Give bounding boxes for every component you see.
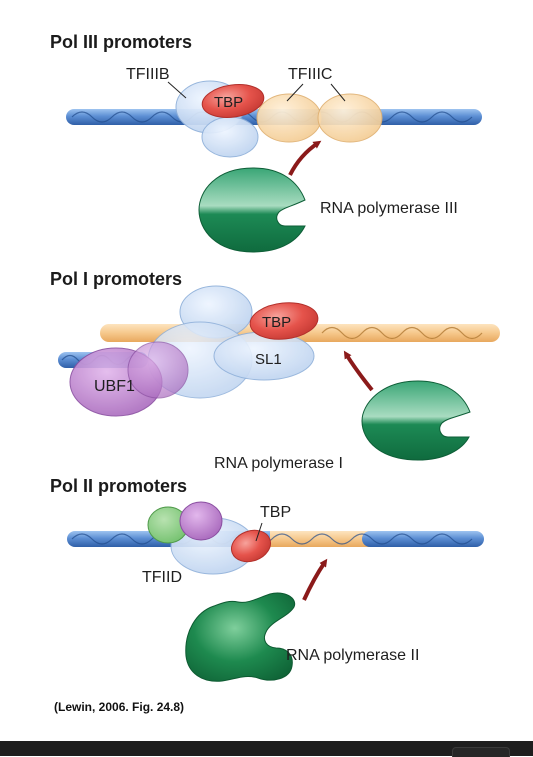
pol3-arrow — [288, 140, 322, 176]
tfiiib-leader — [167, 81, 187, 99]
pol2-dna-helix — [71, 533, 473, 545]
tfiiic-label: TFIIIC — [288, 66, 332, 83]
tfiiic-left-blob — [256, 93, 322, 143]
pol2-tbp — [231, 529, 271, 563]
pol3-tbp-label: TBP — [214, 94, 243, 111]
pol1-tbp-label: TBP — [262, 314, 291, 331]
ubf1-label: UBF1 — [94, 378, 135, 395]
tfiiic-right-blob — [317, 93, 383, 143]
pol3-heading: Pol III promoters — [50, 32, 193, 52]
pol2-polymerase — [185, 592, 296, 682]
pol2-heading: Pol II promoters — [50, 476, 188, 496]
pol1-polymerase-label: RNA polymerase I — [214, 455, 343, 472]
promoter-diagram: TFIIIB TBP TFIIIC RNA polymerase III TBP… — [58, 66, 500, 682]
pol1-tbp — [249, 302, 319, 340]
tfiiic-leader-left — [286, 83, 304, 102]
pol3-polymerase-label: RNA polymerase III — [320, 200, 458, 217]
tfiiib-label: TFIIIB — [126, 66, 170, 83]
tfiid-label: TFIID — [142, 569, 182, 586]
bottom-bar-tab[interactable] — [452, 747, 510, 757]
pol1-dna-helix — [321, 326, 483, 340]
purple-factor-blob — [179, 501, 223, 541]
pol2-polymerase-label: RNA polymerase II — [286, 647, 419, 664]
figure-caption: (Lewin, 2006. Fig. 24.8) — [54, 700, 185, 714]
pol2-dna-orange — [270, 531, 372, 547]
ubf1-secondary-blob — [127, 341, 189, 399]
pol3-section: TFIIIB TBP TFIIIC RNA polymerase III — [66, 66, 482, 253]
pol2-tbp-leader — [255, 522, 263, 542]
pol2-section: TBP TFIID RNA polymerase II — [67, 501, 484, 682]
pol3-tbp — [201, 84, 265, 118]
pol1-section: TBP SL1 UBF1 RNA polymerase I — [58, 285, 500, 472]
sl1-label: SL1 — [255, 351, 282, 368]
pol1-polymerase — [361, 380, 471, 461]
tfiiib-lower-blob — [201, 116, 259, 158]
pol1-arrow — [343, 350, 374, 392]
pol2-tbp-label: TBP — [260, 504, 291, 521]
pol2-dna-blue-right — [362, 531, 484, 547]
pol3-polymerase — [198, 167, 306, 253]
tfiiic-leader-right — [330, 83, 346, 102]
pol2-arrow — [302, 558, 328, 601]
pol1-heading: Pol I promoters — [50, 269, 183, 289]
bottom-bar — [0, 741, 533, 756]
